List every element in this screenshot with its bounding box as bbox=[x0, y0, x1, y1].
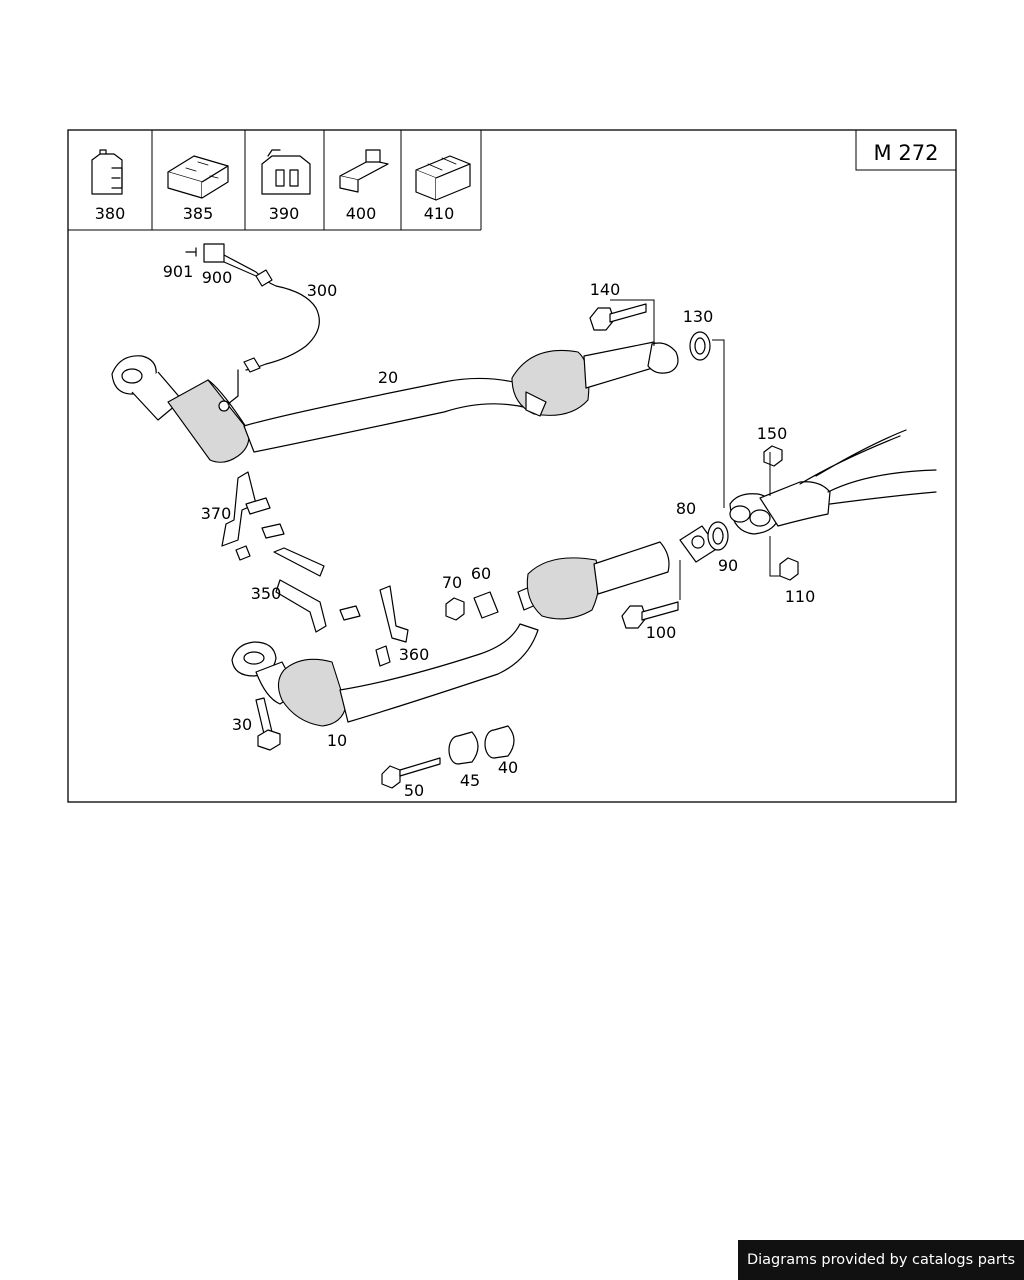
clip-380-icon bbox=[91, 149, 123, 195]
bracket-360 bbox=[375, 585, 409, 667]
plate-60 bbox=[473, 591, 499, 619]
engine-code-box bbox=[855, 130, 956, 171]
bracket-385-icon bbox=[167, 155, 229, 199]
oxygen-sensor-300 bbox=[185, 243, 320, 405]
clip-390-icon bbox=[261, 149, 311, 195]
callout-20: 20 bbox=[378, 368, 398, 387]
callout-150: 150 bbox=[757, 424, 788, 443]
callout-70: 70 bbox=[442, 573, 462, 592]
nut-150 bbox=[763, 445, 783, 467]
callout-140: 140 bbox=[590, 280, 621, 299]
callout-80: 80 bbox=[676, 499, 696, 518]
callout-110: 110 bbox=[785, 587, 816, 606]
legend-label-385: 385 bbox=[183, 204, 214, 223]
callout-40: 40 bbox=[498, 758, 518, 777]
callout-30: 30 bbox=[232, 715, 252, 734]
callout-350: 350 bbox=[251, 584, 282, 603]
ring-90 bbox=[707, 521, 729, 551]
callout-100: 100 bbox=[646, 623, 677, 642]
engine-code-label: M 272 bbox=[874, 141, 939, 165]
callout-901: 901 bbox=[163, 262, 194, 281]
muffler-y-pipe bbox=[729, 429, 937, 535]
exhaust-pipe-10 bbox=[231, 541, 670, 727]
callout-360: 360 bbox=[399, 645, 430, 664]
nut-110 bbox=[779, 557, 799, 581]
bolt-50 bbox=[381, 757, 441, 789]
legend-label-400: 400 bbox=[346, 204, 377, 223]
legend-label-390: 390 bbox=[269, 204, 300, 223]
callout-370: 370 bbox=[201, 504, 232, 523]
damper-40 bbox=[484, 725, 515, 759]
callout-300: 300 bbox=[307, 281, 338, 300]
leader-lines bbox=[223, 261, 780, 600]
nut-70 bbox=[445, 597, 465, 621]
legend-box bbox=[68, 130, 482, 231]
callout-10: 10 bbox=[327, 731, 347, 750]
bolt-30 bbox=[255, 697, 281, 751]
footer-credit-text: Diagrams provided by catalogs parts bbox=[746, 1252, 1016, 1268]
ring-130 bbox=[689, 331, 711, 361]
legend-label-380: 380 bbox=[95, 204, 126, 223]
diagram-border bbox=[67, 129, 957, 803]
callout-45: 45 bbox=[460, 771, 480, 790]
exhaust-pipe-20 bbox=[111, 341, 679, 463]
clamp-400-icon bbox=[339, 149, 389, 193]
callout-900: 900 bbox=[202, 268, 233, 287]
callout-90: 90 bbox=[718, 556, 738, 575]
bolt-100 bbox=[621, 601, 679, 629]
callout-60: 60 bbox=[471, 564, 491, 583]
bracket-370 bbox=[221, 471, 285, 561]
callout-130: 130 bbox=[683, 307, 714, 326]
damper-45 bbox=[448, 731, 479, 765]
callout-50: 50 bbox=[404, 781, 424, 800]
footer-credit-banner: Diagrams provided by catalogs parts bbox=[738, 1240, 1024, 1280]
legend-label-410: 410 bbox=[424, 204, 455, 223]
bolt-140 bbox=[589, 303, 647, 331]
mount-410-icon bbox=[415, 155, 471, 201]
bracket-350 bbox=[273, 547, 361, 633]
